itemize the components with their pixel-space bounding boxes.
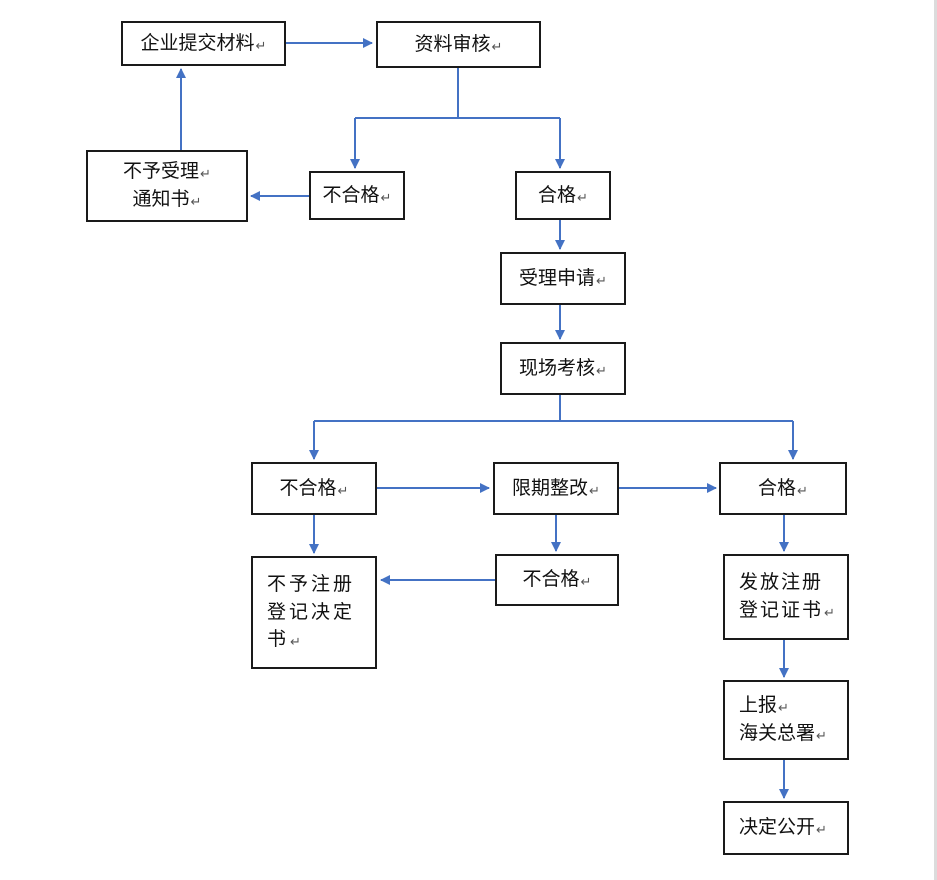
node-issue-text-1: 发放注册 xyxy=(739,571,824,594)
node-submit: 企业提交材料↵ xyxy=(121,21,286,66)
node-pass2: 合格↵ xyxy=(719,462,847,515)
node-publish: 决定公开↵ xyxy=(723,801,849,855)
node-notice-text-2: 通知书 xyxy=(132,188,190,210)
node-fail3-text: 不合格 xyxy=(522,568,580,591)
node-fail2-text: 不合格 xyxy=(279,476,337,499)
node-notice-text-1: 不予受理 xyxy=(123,160,200,183)
node-fail1: 不合格↵ xyxy=(309,171,405,220)
node-fail3: 不合格↵ xyxy=(495,554,619,606)
node-report: 上报↵ 海关总署↵ xyxy=(723,680,849,760)
node-rectify-text: 限期整改 xyxy=(512,476,589,499)
node-issue-certificate: 发放注册 登记证书↵ xyxy=(723,554,849,640)
node-pass2-text: 合格 xyxy=(758,476,797,499)
node-inspect-text: 现场考核 xyxy=(519,356,596,379)
node-fail1-text: 不合格 xyxy=(322,183,380,206)
page-edge xyxy=(934,0,937,880)
node-accept-text: 受理申请 xyxy=(519,266,596,289)
node-submit-text: 企业提交材料 xyxy=(140,31,255,54)
node-accept: 受理申请↵ xyxy=(500,252,626,305)
node-pass1: 合格↵ xyxy=(515,171,611,220)
node-pass1-text: 合格 xyxy=(538,183,577,206)
node-notice: 不予受理↵ 通知书↵ xyxy=(86,150,248,222)
node-publish-text: 决定公开 xyxy=(739,816,816,839)
node-report-text-2: 海关总署 xyxy=(739,722,816,744)
node-fail2: 不合格↵ xyxy=(251,462,377,515)
node-report-text-1: 上报 xyxy=(739,694,778,717)
node-issue-text-2: 登记证书 xyxy=(739,599,824,621)
node-rectify: 限期整改↵ xyxy=(493,462,619,515)
node-review: 资料审核↵ xyxy=(376,21,541,68)
node-inspect: 现场考核↵ xyxy=(500,342,626,395)
node-reject-text-1: 不予注册 xyxy=(267,573,356,596)
node-reject-text-2: 登记决定 xyxy=(267,600,356,623)
node-reject-text-3: 书 xyxy=(267,628,290,651)
node-reject-registration: 不予注册 登记决定 书↵ xyxy=(251,556,377,669)
node-review-text: 资料审核 xyxy=(414,32,491,55)
